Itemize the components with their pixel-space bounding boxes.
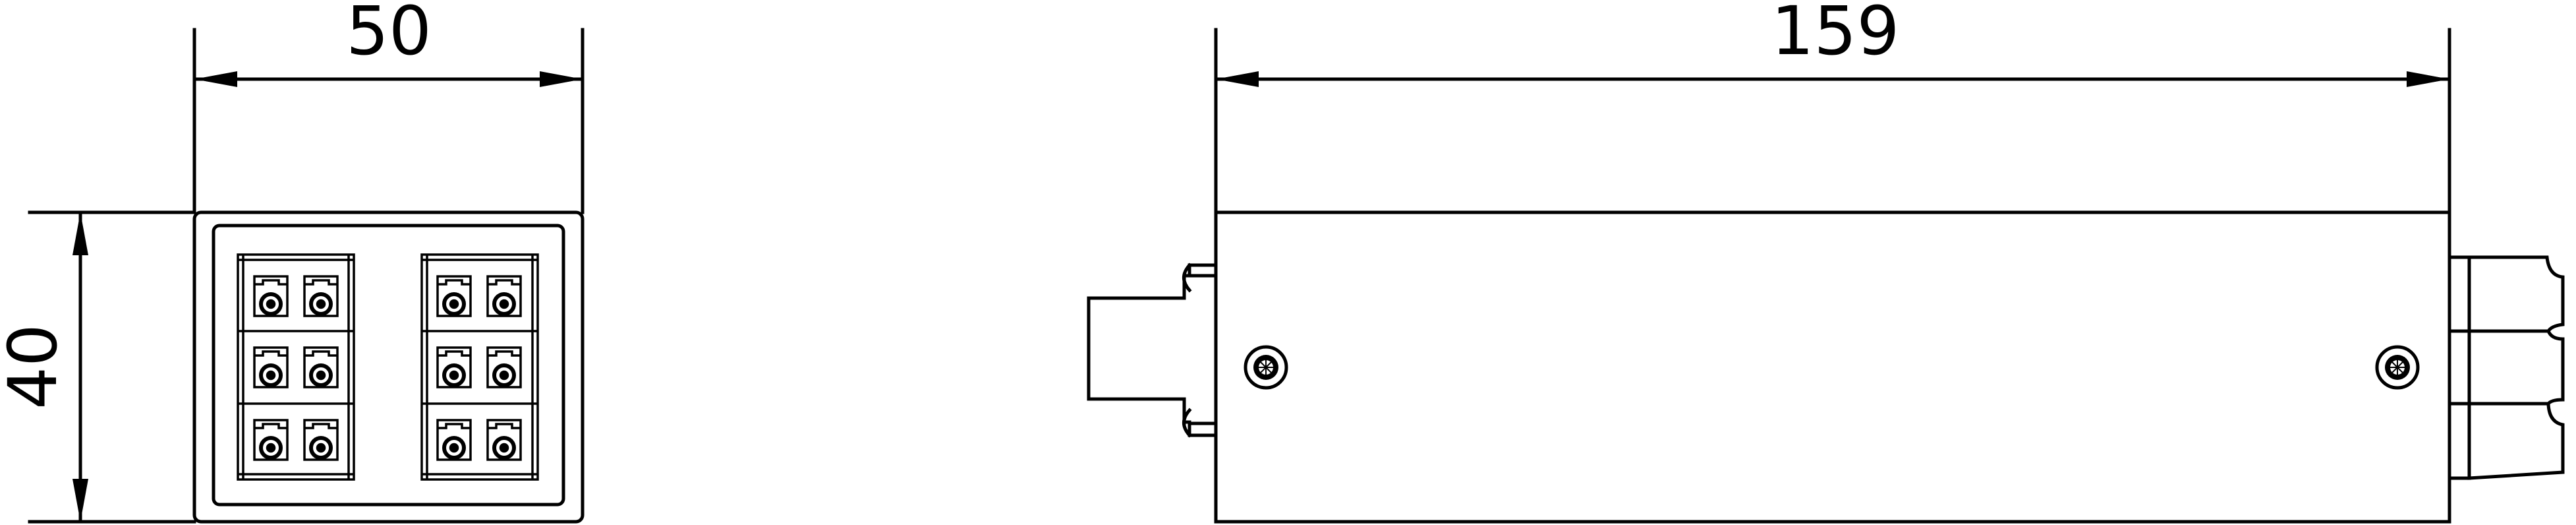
lc-port: [304, 276, 337, 316]
side-connectors: [2447, 255, 2565, 480]
lc-port: [438, 348, 471, 387]
port-block-right: [420, 253, 539, 481]
height-dimension: 40: [0, 210, 88, 524]
lc-port: [254, 348, 287, 387]
lc-port: [438, 276, 471, 316]
port-block-left: [237, 253, 355, 481]
length-label: 159: [1771, 0, 1900, 71]
lc-port: [254, 276, 287, 316]
lc-port: [488, 348, 521, 387]
lc-port: [438, 420, 471, 460]
width-label: 50: [346, 0, 432, 71]
lc-port: [488, 420, 521, 460]
height-label: 40: [0, 324, 72, 410]
connector-boot: [2467, 402, 2565, 480]
lc-port: [488, 276, 521, 316]
lc-port: [254, 420, 287, 460]
housing-side: [1214, 210, 2451, 524]
screw-left: [1244, 345, 1288, 390]
lc-port: [304, 420, 337, 460]
connector-boot: [2467, 255, 2565, 333]
front-view: 50 40: [0, 0, 585, 524]
front-panel: [212, 224, 565, 507]
length-dimension: 159: [1214, 0, 2451, 87]
housing-front-outer: [192, 210, 585, 524]
din-rail-clip: [1087, 262, 1218, 438]
side-view: 159: [1087, 0, 2565, 524]
lc-port: [304, 348, 337, 387]
width-dimension: 50: [192, 0, 585, 87]
connector-boot: [2467, 329, 2565, 406]
screw-right: [2375, 345, 2420, 390]
